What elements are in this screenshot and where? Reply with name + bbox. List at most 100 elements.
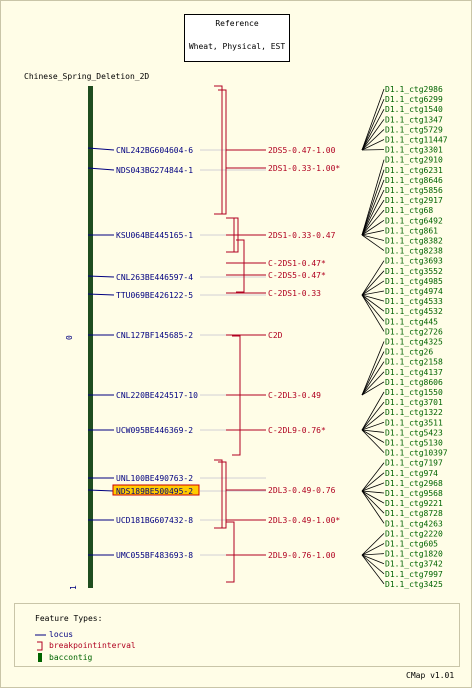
contig-label[interactable]: D1.1_ctg605: [385, 540, 438, 549]
contig-label[interactable]: D1.1_ctg861: [385, 226, 438, 235]
contig-link: [361, 490, 385, 524]
breakpoint-bracket[interactable]: [236, 239, 245, 293]
contig-label[interactable]: D1.1_ctg1322: [385, 408, 443, 417]
map-title[interactable]: Chinese_Spring_Deletion_2D: [24, 72, 150, 81]
contig-label[interactable]: D1.1_ctg2986: [385, 85, 443, 94]
axis-label-mid: 0: [65, 335, 74, 340]
locus-label[interactable]: CNL242BG604604-6: [116, 146, 193, 155]
contig-label[interactable]: D1.1_ctg1550: [385, 388, 443, 397]
locus-label[interactable]: UCD181BG607432-8: [116, 516, 193, 525]
contig-label[interactable]: D1.1_ctg11447: [385, 136, 448, 145]
locus-label[interactable]: NDS189BE500495-2: [116, 487, 193, 496]
contig-link: [361, 554, 385, 565]
contig-label[interactable]: D1.1_ctg6492: [385, 216, 443, 225]
contig-label[interactable]: D1.1_ctg2917: [385, 196, 443, 205]
contig-label[interactable]: D1.1_ctg5729: [385, 125, 443, 134]
contig-label[interactable]: D1.1_ctg3742: [385, 560, 443, 569]
reference-box[interactable]: Reference Wheat, Physical, EST: [184, 14, 290, 62]
locus-label[interactable]: NDS043BG274844-1: [116, 166, 193, 175]
contig-label[interactable]: D1.1_ctg8728: [385, 509, 443, 518]
contig-label[interactable]: D1.1_ctg1820: [385, 550, 443, 559]
contig-label[interactable]: D1.1_ctg974: [385, 469, 438, 478]
contig-label[interactable]: D1.1_ctg9568: [385, 489, 443, 498]
contig-link: [361, 381, 385, 396]
contig-label[interactable]: D1.1_ctg4263: [385, 519, 443, 528]
contig-label[interactable]: D1.1_ctg3301: [385, 146, 443, 155]
contig-link: [361, 219, 385, 236]
breakpoint-label[interactable]: C-2DS1-0.47*: [268, 259, 326, 268]
breakpoint-label[interactable]: 2DL3-0.49-1.00*: [268, 516, 340, 525]
breakpoint-label[interactable]: C-2DS5-0.47*: [268, 271, 326, 280]
contig-label[interactable]: D1.1_ctg10397: [385, 449, 448, 458]
contig-label[interactable]: D1.1_ctg8238: [385, 247, 443, 256]
contig-label[interactable]: D1.1_ctg1540: [385, 105, 443, 114]
contig-label[interactable]: D1.1_ctg2968: [385, 479, 443, 488]
contig-link: [361, 294, 385, 332]
contig-label[interactable]: D1.1_ctg4137: [385, 368, 443, 377]
locus-label[interactable]: UMC055BF483693-8: [116, 551, 193, 560]
breakpoint-bracket[interactable]: [214, 459, 223, 529]
breakpoint-label[interactable]: 2DS5-0.47-1.00: [268, 146, 336, 155]
locus-tick: [87, 293, 115, 296]
contig-label[interactable]: D1.1_ctg2220: [385, 529, 443, 538]
contig-link: [361, 401, 385, 431]
contig-link: [361, 429, 385, 453]
locus-tick: [87, 167, 115, 171]
breakpoint-label[interactable]: C2D: [268, 331, 283, 340]
locus-label[interactable]: UNL100BE490763-2: [116, 474, 193, 483]
contig-label[interactable]: D1.1_ctg4985: [385, 277, 443, 286]
contig-label[interactable]: D1.1_ctg26: [385, 348, 433, 357]
contig-label[interactable]: D1.1_ctg2726: [385, 327, 443, 336]
contig-label[interactable]: D1.1_ctg6299: [385, 95, 443, 104]
locus-label[interactable]: CNL263BE446597-4: [116, 273, 193, 282]
contig-label[interactable]: D1.1_ctg5130: [385, 439, 443, 448]
breakpoint-label[interactable]: 2DS1-0.33-1.00*: [268, 164, 340, 173]
contig-label[interactable]: D1.1_ctg68: [385, 206, 433, 215]
breakpoint-label[interactable]: 2DL9-0.76-1.00: [268, 551, 336, 560]
locus-label[interactable]: CNL127BF145685-2: [116, 331, 193, 340]
contig-label[interactable]: D1.1_ctg5423: [385, 428, 443, 437]
contig-label[interactable]: D1.1_ctg8606: [385, 378, 443, 387]
contig-label[interactable]: D1.1_ctg9221: [385, 499, 443, 508]
contig-label[interactable]: D1.1_ctg7997: [385, 570, 443, 579]
locus-label[interactable]: TTU069BE426122-5: [116, 291, 193, 300]
contig-link: [361, 351, 385, 396]
locus-label[interactable]: KSU064BE445165-1: [116, 231, 193, 240]
chromosome-bar[interactable]: [88, 86, 93, 588]
cmap-version[interactable]: CMap v1.01: [406, 671, 455, 680]
contig-link: [361, 533, 385, 556]
locus-label[interactable]: UCW095BE446369-2: [116, 426, 193, 435]
contig-label[interactable]: D1.1_ctg8382: [385, 237, 443, 246]
breakpoint-bracket[interactable]: [218, 89, 227, 215]
breakpoint-label[interactable]: 2DS1-0.33-0.47: [268, 231, 336, 240]
contig-label[interactable]: D1.1_ctg6231: [385, 166, 443, 175]
breakpoint-bracket[interactable]: [218, 461, 227, 529]
contig-label[interactable]: D1.1_ctg4533: [385, 297, 443, 306]
contig-label[interactable]: D1.1_ctg2910: [385, 156, 443, 165]
contig-label[interactable]: D1.1_ctg3693: [385, 257, 443, 266]
contig-label[interactable]: D1.1_ctg445: [385, 317, 438, 326]
contig-label[interactable]: D1.1_ctg3701: [385, 398, 443, 407]
locus-line-icon: [35, 634, 46, 636]
contig-label[interactable]: D1.1_ctg4532: [385, 307, 443, 316]
contig-label[interactable]: D1.1_ctg7197: [385, 459, 443, 468]
breakpoint-label[interactable]: C-2DS1-0.33: [268, 289, 321, 298]
breakpoint-bracket[interactable]: [226, 521, 235, 583]
contig-label[interactable]: D1.1_ctg8646: [385, 176, 443, 185]
contig-link: [361, 98, 385, 151]
breakpoint-label[interactable]: C-2DL9-0.76*: [268, 426, 326, 435]
breakpoint-label[interactable]: C-2DL3-0.49: [268, 391, 321, 400]
contig-label[interactable]: D1.1_ctg3552: [385, 267, 443, 276]
contig-label[interactable]: D1.1_ctg5856: [385, 186, 443, 195]
locus-label[interactable]: CNL220BE424517-10: [116, 391, 198, 400]
contig-label[interactable]: D1.1_ctg4974: [385, 287, 443, 296]
contig-label[interactable]: D1.1_ctg3425: [385, 580, 443, 589]
breakpoint-label[interactable]: 2DL3-0.49-0.76: [268, 486, 336, 495]
contig-link: [361, 159, 385, 236]
contig-label[interactable]: D1.1_ctg1347: [385, 115, 443, 124]
contig-label[interactable]: D1.1_ctg3511: [385, 418, 443, 427]
contig-link: [361, 290, 385, 296]
contig-label[interactable]: D1.1_ctg4325: [385, 338, 443, 347]
contig-label[interactable]: D1.1_ctg2158: [385, 358, 443, 367]
